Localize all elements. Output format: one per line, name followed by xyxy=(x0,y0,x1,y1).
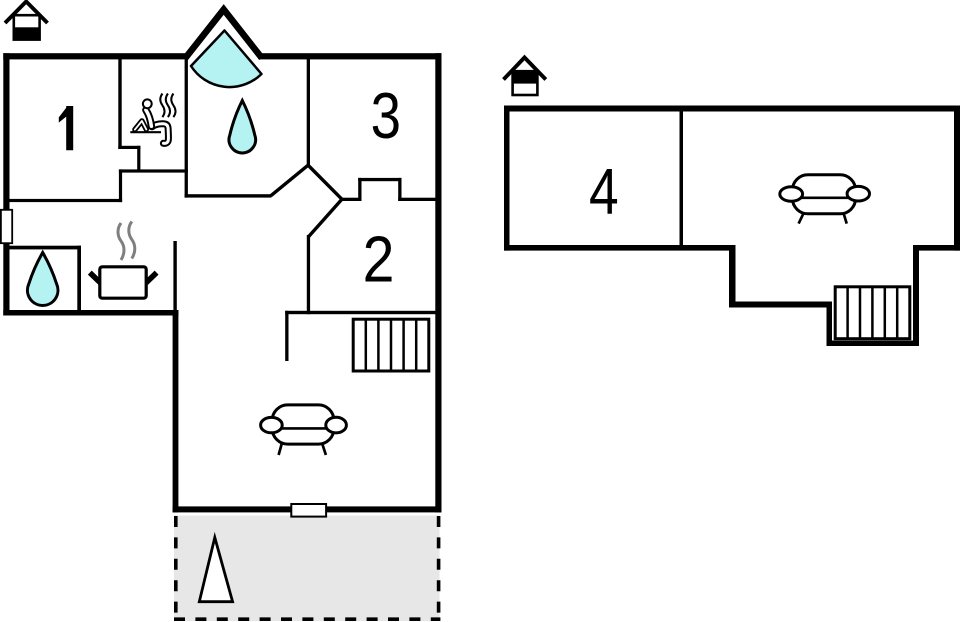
svg-text:4: 4 xyxy=(589,154,619,227)
svg-text:3: 3 xyxy=(371,80,401,153)
svg-text:2: 2 xyxy=(363,223,395,295)
